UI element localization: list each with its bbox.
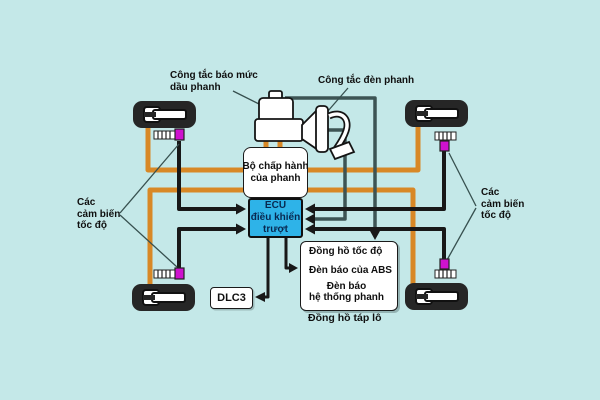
- arrow-into-dashboard-left: [289, 263, 298, 273]
- brake-line-rear-left: [147, 187, 244, 292]
- label-dashboard-caption: Đồng hồ táp lô: [308, 312, 382, 324]
- wheels: [132, 100, 468, 311]
- leader-sensors-right-top: [448, 152, 477, 207]
- wire-sensor-rear-right: [315, 227, 446, 259]
- leader-sensors-left-bottom: [119, 214, 178, 268]
- arrow-into-dashboard-top: [369, 230, 381, 240]
- sensor-wires: [177, 141, 446, 269]
- wire-sensor-front-right: [315, 151, 446, 211]
- speed-sensor-rear-left: [153, 267, 185, 280]
- brake-line-front-left: [145, 118, 244, 173]
- dashboard-item-speedometer: Đồng hồ tốc độ: [309, 246, 383, 257]
- brake-pedal-icon: [327, 110, 356, 161]
- wire-ecu-dashboard: [284, 238, 290, 270]
- brake-line-rear-right: [307, 187, 416, 291]
- dashboard-box: Đồng hồ tốc độ Đèn báo của ABS Đèn báo h…: [300, 241, 398, 311]
- dashboard-item-brake-warning-light: Đèn báo hệ thống phanh: [309, 281, 384, 303]
- brake-actuator-box: Bộ chấp hành của phanh: [242, 147, 309, 198]
- leader-sensors-left-top: [119, 143, 180, 214]
- wire-ecu-dlc3: [264, 238, 270, 299]
- label-speed-sensors-right: Các cảm biến tốc độ: [481, 187, 525, 221]
- skid-control-ecu-box: ECU điều khiển trượt: [248, 198, 303, 238]
- label-speed-sensors-left: Các cảm biến tốc độ: [77, 197, 121, 231]
- wheel-front-left: [133, 101, 196, 128]
- speed-sensors: [153, 128, 457, 280]
- label-brake-light-switch: Công tắc đèn phanh: [318, 75, 415, 86]
- wheel-front-right: [405, 100, 468, 127]
- brake-master-cylinder-icon: [254, 90, 329, 153]
- dlc3-connector-box: DLC3: [210, 287, 253, 309]
- pedal-pad: [328, 140, 356, 161]
- arrow-into-ecu-right-3: [305, 223, 315, 235]
- wheel-rear-right: [405, 283, 468, 310]
- wheel-rear-left: [132, 284, 195, 311]
- dashboard-item-abs-warning-light: Đèn báo của ABS: [309, 265, 392, 276]
- speed-sensor-rear-right: [434, 258, 457, 279]
- leader-sensors-right-bottom: [446, 207, 477, 261]
- label-fluid-level-switch: Công tắc báo mức dầu phanh: [170, 70, 258, 93]
- arrow-into-ecu-right-1: [305, 203, 315, 215]
- speed-sensor-front-left: [153, 128, 185, 141]
- wire-sensor-rear-left: [177, 227, 237, 269]
- booster-drum: [315, 105, 329, 153]
- arrow-into-ecu-left-2: [236, 223, 246, 235]
- ecu-output-wires: [264, 238, 290, 299]
- arrowheads: [236, 203, 381, 302]
- speed-sensor-front-right: [434, 131, 457, 152]
- arrow-into-ecu-left-1: [236, 203, 246, 215]
- brake-light-switch-wire: [285, 96, 377, 230]
- wire-sensor-front-left: [177, 141, 237, 211]
- cylinder-body: [254, 118, 304, 142]
- arrow-into-ecu-right-2: [305, 213, 315, 225]
- arrow-into-dlc3: [255, 292, 265, 302]
